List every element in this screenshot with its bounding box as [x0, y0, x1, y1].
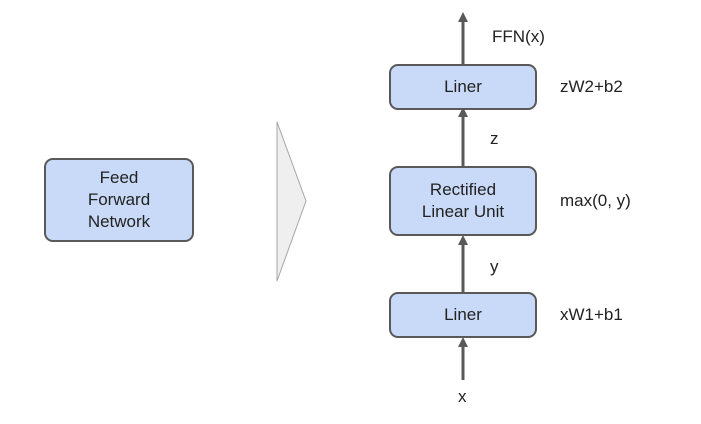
block-line: Network — [87, 212, 151, 231]
formula-liner-2: zW2+b2 — [560, 77, 623, 96]
output-label: FFN(x) — [492, 27, 545, 46]
block-line: Liner — [444, 77, 482, 96]
block-line: Feed — [99, 168, 139, 187]
input-label: x — [458, 387, 467, 406]
block-line: Forward — [87, 190, 151, 209]
relu-block: Rectified Linear Unit — [389, 166, 537, 236]
liner-2-block: Liner — [389, 64, 537, 110]
z-label: z — [490, 129, 499, 148]
y-label: y — [490, 257, 499, 276]
formula-relu: max(0, y) — [560, 191, 631, 210]
transform-triangle-icon — [276, 121, 307, 282]
liner-1-block: Liner — [389, 292, 537, 338]
feed-forward-network-block: Feed Forward Network — [44, 158, 194, 242]
formula-liner-1: xW1+b1 — [560, 305, 623, 324]
block-line: Liner — [444, 305, 482, 324]
block-line: Rectified — [429, 180, 497, 199]
block-line: Linear Unit — [421, 202, 505, 221]
